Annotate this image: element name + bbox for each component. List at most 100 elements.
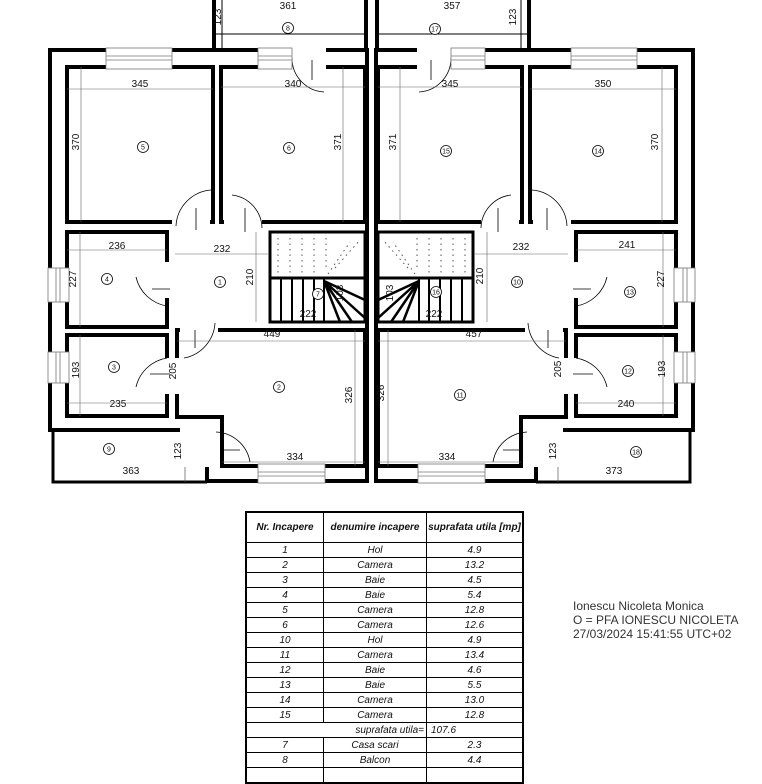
room-name-cell: Hol: [323, 542, 427, 558]
dimension-label: 227: [656, 270, 667, 287]
room-area-cell: 4.9: [426, 542, 524, 558]
room-number-cell: 6: [245, 617, 324, 633]
header-room-name: denumire incapere: [323, 511, 427, 543]
dimension-label: 326: [344, 386, 355, 403]
dimension-label: 241: [619, 240, 636, 251]
dimension-label: 123: [213, 8, 224, 25]
header-room-number: Nr. Incapere: [245, 511, 324, 543]
dimension-label: 222: [426, 309, 443, 320]
dimension-label: 205: [168, 362, 179, 379]
signer-organization: O = PFA IONESCU NICOLETA: [573, 613, 739, 627]
room-name-cell: Camera: [323, 692, 427, 708]
room-number-cell: 8: [245, 752, 324, 768]
room-number-label: 10: [513, 280, 521, 287]
room-name-cell: Camera: [323, 617, 427, 633]
table-row-partial: [245, 767, 524, 784]
dimension-label: 193: [71, 361, 82, 378]
room-number-label: 5: [141, 145, 145, 152]
room-area-table: Nr. Incapere denumire incapere suprafata…: [245, 511, 524, 784]
room-number-cell: 11: [245, 647, 324, 663]
room-number-label: 11: [456, 393, 463, 400]
room-name-cell: Camera: [323, 707, 427, 723]
room-name-cell: Camera: [323, 602, 427, 618]
dimension-label: 449: [264, 329, 281, 340]
room-area-cell: 12.6: [426, 617, 524, 633]
room-area-cell: 13.2: [426, 557, 524, 573]
room-name-cell: Baie: [323, 677, 427, 693]
room-area-cell: 12.8: [426, 707, 524, 723]
right-unit-walls: [374, 0, 697, 485]
room-area-cell: 5.4: [426, 587, 524, 603]
room-number-cell: 5: [245, 602, 324, 618]
room-number-cell: 2: [245, 557, 324, 573]
room-number-circle-icon: [429, 23, 441, 35]
dimension-label: 345: [442, 79, 459, 90]
room-name-cell: Balcon: [323, 752, 427, 768]
dimension-label: 340: [285, 79, 302, 90]
dimension-label: 371: [388, 133, 399, 150]
dimension-label: 103: [385, 284, 396, 301]
room-number-label: 17: [431, 27, 439, 34]
dimension-label: 370: [71, 133, 82, 150]
room-number-label: 15: [442, 149, 450, 156]
total-value: 107.6: [426, 722, 524, 738]
room-number-circle-icon: [273, 381, 285, 393]
dimension-label: 193: [657, 360, 668, 377]
room-number-cell: 14: [245, 692, 324, 708]
empty-cell: [323, 767, 427, 784]
room-number-circle-icon: [108, 361, 120, 373]
room-number-label: 4: [105, 277, 109, 284]
room-name-cell: Baie: [323, 572, 427, 588]
room-number-label: 7: [316, 292, 320, 299]
dimension-label: 227: [68, 270, 79, 287]
dimension-label: 371: [333, 133, 344, 150]
total-row: suprafata utila=107.6: [245, 722, 524, 738]
room-number-label: 8: [286, 26, 290, 33]
room-number-circle-icon: [282, 22, 294, 34]
room-area-cell: 4.5: [426, 572, 524, 588]
room-area-cell: 5.5: [426, 677, 524, 693]
room-number-circle-icon: [283, 142, 295, 154]
room-number-circle-icon: [101, 273, 113, 285]
total-label: suprafata utila=: [245, 722, 427, 738]
room-number-label: 2: [277, 385, 281, 392]
room-number-circle-icon: [624, 286, 636, 298]
dimension-label: 457: [466, 329, 483, 340]
room-area-cell: 13.0: [426, 692, 524, 708]
room-name-cell: Baie: [323, 662, 427, 678]
room-number-cell: 1: [245, 542, 324, 558]
room-area-cell: 12.8: [426, 602, 524, 618]
room-number-label: 1: [218, 280, 222, 287]
room-number-circle-icon: [454, 389, 466, 401]
signature-date: 27/03/2024 15:41:55 UTC+02: [573, 627, 732, 641]
room-area-cell: 4.9: [426, 632, 524, 648]
room-number-label: 13: [626, 290, 634, 297]
room-number-cell: 10: [245, 632, 324, 648]
room-number-cell: 13: [245, 677, 324, 693]
room-number-cell: 12: [245, 662, 324, 678]
digital-signature: Ionescu Nicoleta Monica O = PFA IONESCU …: [573, 599, 739, 641]
room-number-label: 3: [112, 365, 116, 372]
room-number-circle-icon: [622, 365, 634, 377]
room-number-circle-icon: [137, 141, 149, 153]
room-name-cell: Baie: [323, 587, 427, 603]
dimension-label: 326: [376, 384, 387, 401]
dimension-label: 350: [595, 79, 612, 90]
room-name-cell: Camera: [323, 557, 427, 573]
dimension-label: 123: [548, 442, 559, 459]
room-number-circle-icon: [214, 276, 226, 288]
room-name-cell: Camera: [323, 647, 427, 663]
dimension-label: 345: [132, 79, 149, 90]
dimension-label: 334: [287, 452, 304, 463]
